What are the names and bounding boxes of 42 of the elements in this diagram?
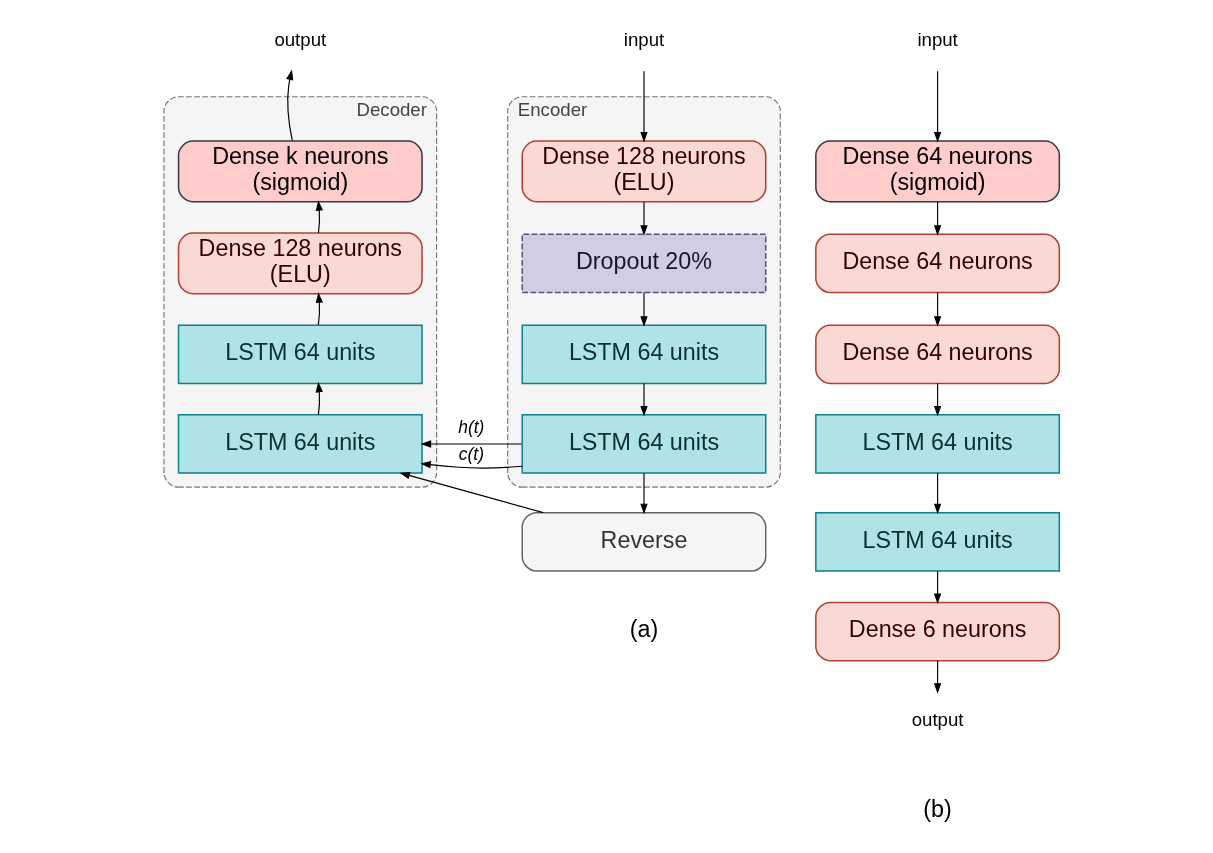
- node-box: Dense 64 neurons: [814, 324, 1060, 385]
- node-box: LSTM 64 units: [814, 511, 1060, 572]
- node-box: Dense 6 neurons: [814, 601, 1060, 662]
- arrow: [639, 70, 648, 143]
- node-box: LSTM 64 units: [521, 414, 766, 474]
- arrow: [933, 382, 941, 417]
- label: (a): [629, 616, 658, 643]
- arrow: [933, 292, 941, 327]
- node-box: Dropout 20%: [521, 233, 766, 294]
- node-box: Reverse: [521, 511, 766, 572]
- node-box: Dense 128 neurons (ELU): [521, 140, 766, 203]
- arrow: [933, 472, 941, 515]
- arrow: [315, 292, 323, 326]
- arrow: [419, 461, 523, 469]
- node-text: input: [623, 29, 664, 51]
- edge-label: c(t): [458, 444, 484, 465]
- arrow: [420, 440, 522, 448]
- arrow: [639, 201, 648, 236]
- label: (b): [922, 795, 952, 822]
- node-text: output: [273, 29, 326, 51]
- node-box: LSTM 64 units: [521, 324, 766, 385]
- node-box: Dense 64 neurons (sigmoid): [814, 140, 1060, 203]
- arrow: [315, 381, 323, 416]
- arrow: [933, 70, 941, 143]
- arrow: [933, 570, 941, 605]
- node-box: LSTM 64 units: [814, 414, 1060, 474]
- arrow: [398, 471, 544, 514]
- arrow: [639, 292, 648, 327]
- arrow: [639, 472, 648, 515]
- node-box: Dense 64 neurons: [814, 233, 1060, 294]
- arrow: [315, 200, 323, 234]
- node-box: Dense 128 neurons (ELU): [177, 232, 423, 295]
- node-box: LSTM 64 units: [177, 324, 423, 385]
- arrow: [639, 382, 648, 417]
- arrow: [933, 201, 941, 236]
- arrow: [933, 660, 941, 694]
- node-box: LSTM 64 units: [177, 414, 423, 474]
- node-text: output: [911, 708, 963, 730]
- arrow: [285, 69, 293, 142]
- edge-label: h(t): [457, 417, 484, 438]
- node-text: input: [916, 29, 958, 51]
- node-box: Dense k neurons (sigmoid): [177, 140, 423, 203]
